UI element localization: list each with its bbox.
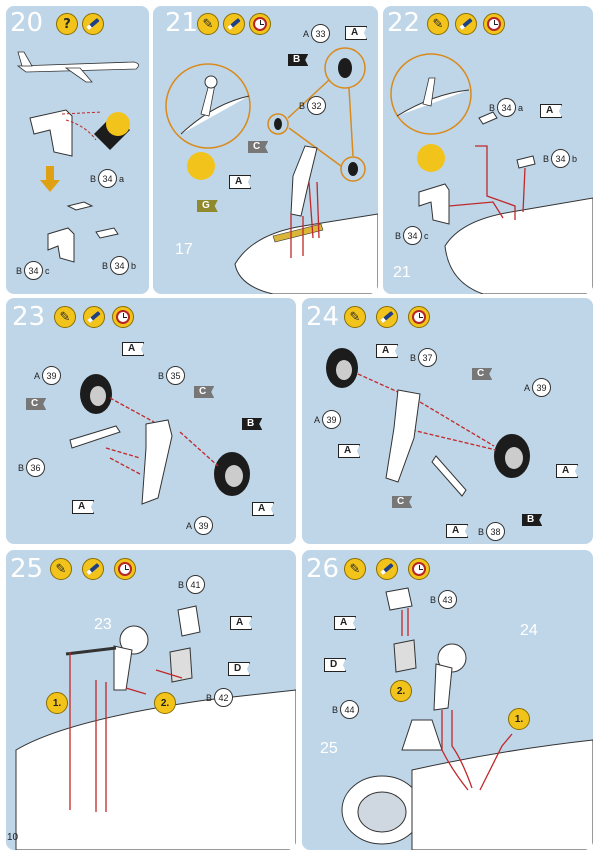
decal-flag-c: C bbox=[26, 398, 47, 410]
step-21-drawing bbox=[165, 47, 378, 294]
decal-flag-c: C bbox=[194, 386, 215, 398]
glue-icon: ✎ bbox=[344, 306, 366, 328]
decal-flag-a: A bbox=[338, 444, 361, 458]
glue-icon: ✎ bbox=[344, 558, 366, 580]
decal-flag-d: D bbox=[324, 658, 347, 672]
glue-icon: ✎ bbox=[50, 558, 72, 580]
clock-icon bbox=[408, 306, 430, 328]
decal-flag-d: D bbox=[228, 662, 251, 676]
step-23-drawing bbox=[69, 374, 250, 505]
decal-flag-a: A bbox=[122, 342, 145, 356]
pen-icon bbox=[223, 13, 245, 35]
sequence-marker: 2. bbox=[390, 680, 412, 702]
decal-flag-b: B bbox=[242, 418, 263, 430]
decal-flag-a: A bbox=[72, 500, 95, 514]
pen-icon bbox=[83, 306, 105, 328]
reference-number: 22 bbox=[258, 812, 276, 829]
clock-icon bbox=[114, 558, 136, 580]
sequence-marker: 2. bbox=[154, 692, 176, 714]
step-26-drawing bbox=[341, 587, 593, 850]
sequence-marker: 1. bbox=[508, 708, 530, 730]
pen-icon bbox=[376, 306, 398, 328]
step-number: 24 bbox=[306, 302, 340, 332]
sequence-marker: 1. bbox=[46, 692, 68, 714]
clock-icon bbox=[408, 558, 430, 580]
step-number: 25 bbox=[10, 554, 44, 584]
decal-flag-c: C bbox=[392, 496, 413, 508]
step-number: 26 bbox=[306, 554, 340, 584]
clock-icon bbox=[112, 306, 134, 328]
step-20-drawing bbox=[16, 51, 139, 263]
reference-number: 17 bbox=[175, 241, 193, 258]
decal-flag-b: B bbox=[288, 54, 309, 66]
clock-icon bbox=[483, 13, 505, 35]
step-number: 21 bbox=[165, 8, 199, 38]
reference-number: 23 bbox=[94, 616, 112, 633]
step-25-drawing bbox=[15, 605, 296, 850]
step-number: 23 bbox=[12, 302, 46, 332]
decal-flag-c: C bbox=[472, 368, 493, 380]
reference-number: 21 bbox=[393, 264, 411, 281]
decal-flag-a: A bbox=[229, 175, 252, 189]
decal-flag-a: A bbox=[230, 616, 253, 630]
pen-icon bbox=[455, 13, 477, 35]
step-22-drawing bbox=[390, 53, 593, 294]
reference-number: 24 bbox=[520, 622, 538, 639]
question-icon: ? bbox=[56, 13, 78, 35]
decal-flag-b: B bbox=[522, 514, 543, 526]
pen-icon bbox=[376, 558, 398, 580]
glue-icon: ✎ bbox=[197, 13, 219, 35]
page-number: 10 bbox=[7, 832, 19, 843]
pen-icon bbox=[82, 558, 104, 580]
glue-icon: ✎ bbox=[427, 13, 449, 35]
clock-icon bbox=[249, 13, 271, 35]
step-number: 22 bbox=[387, 8, 421, 38]
reference-number: 25 bbox=[320, 740, 338, 757]
glue-icon: ✎ bbox=[54, 306, 76, 328]
step-number: 20 bbox=[10, 8, 44, 38]
decal-flag-a: A bbox=[252, 502, 275, 516]
decal-flag-c: C bbox=[248, 141, 269, 153]
pen-icon bbox=[82, 13, 104, 35]
decal-flag-g: G bbox=[197, 200, 218, 212]
step-24-drawing bbox=[326, 348, 530, 497]
